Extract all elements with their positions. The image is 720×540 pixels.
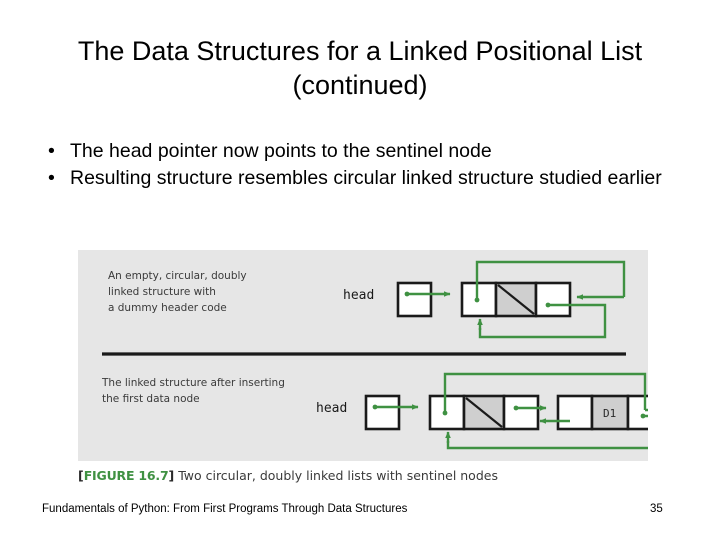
diagram-caption-line: An empty, circular, doubly bbox=[108, 270, 247, 282]
linked-list-diagram: An empty, circular, doubly linked struct… bbox=[101, 260, 648, 450]
sentinel-node bbox=[428, 394, 540, 431]
diagram-caption-line: The linked structure after inserting bbox=[101, 377, 285, 389]
bullet-text: Resulting structure resembles circular l… bbox=[70, 167, 662, 189]
bullet-list: • The head pointer now points to the sen… bbox=[42, 138, 672, 192]
figure-caption-bracket-open: [ bbox=[78, 468, 84, 483]
list-item: • Resulting structure resembles circular… bbox=[42, 165, 672, 192]
bullet-glyph: • bbox=[48, 167, 55, 189]
footer-book-title: Fundamentals of Python: From First Progr… bbox=[42, 503, 408, 515]
figure-caption-text: Two circular, doubly linked lists with s… bbox=[178, 468, 498, 483]
empty-slash-icon bbox=[497, 284, 535, 315]
sentinel-node bbox=[460, 281, 572, 318]
page-title: The Data Structures for a Linked Positio… bbox=[77, 36, 643, 100]
figure-caption: [FIGURE 16.7] Two circular, doubly linke… bbox=[78, 468, 678, 483]
head-pointer-box bbox=[396, 281, 433, 318]
figure-caption-number: FIGURE 16.7 bbox=[83, 468, 169, 483]
head-pointer-label: head bbox=[343, 288, 374, 303]
node-data-label: D1 bbox=[603, 407, 616, 420]
empty-slash-icon bbox=[465, 397, 503, 428]
diagram-caption-line: linked structure with bbox=[108, 286, 216, 298]
node-cell-prev bbox=[556, 394, 594, 431]
diagram-one-data-node-list: The linked structure after inserting the… bbox=[101, 372, 648, 450]
diagram-caption-line: a dummy header code bbox=[108, 302, 227, 314]
diagram-empty-circular-list: An empty, circular, doubly linked struct… bbox=[108, 260, 626, 339]
figure-caption-bracket-close: ] bbox=[168, 468, 175, 483]
next-pointer-link bbox=[478, 303, 607, 339]
page-number: 35 bbox=[650, 503, 663, 515]
sentinel-prev-link bbox=[443, 372, 647, 413]
data-node-1: D1 bbox=[556, 394, 648, 431]
node-cell-next bbox=[502, 394, 540, 431]
bullet-glyph: • bbox=[48, 140, 55, 162]
head-pointer-label: head bbox=[316, 401, 347, 416]
bullet-text: The head pointer now points to the senti… bbox=[70, 140, 492, 162]
list-item: • The head pointer now points to the sen… bbox=[42, 138, 672, 165]
prev-pointer-link bbox=[475, 260, 626, 300]
data-next-link bbox=[446, 414, 648, 450]
diagram-caption-line: the first data node bbox=[102, 393, 200, 405]
node-cell-next bbox=[534, 281, 572, 318]
head-pointer-box bbox=[364, 394, 401, 431]
figure-panel: An empty, circular, doubly linked struct… bbox=[78, 250, 648, 461]
